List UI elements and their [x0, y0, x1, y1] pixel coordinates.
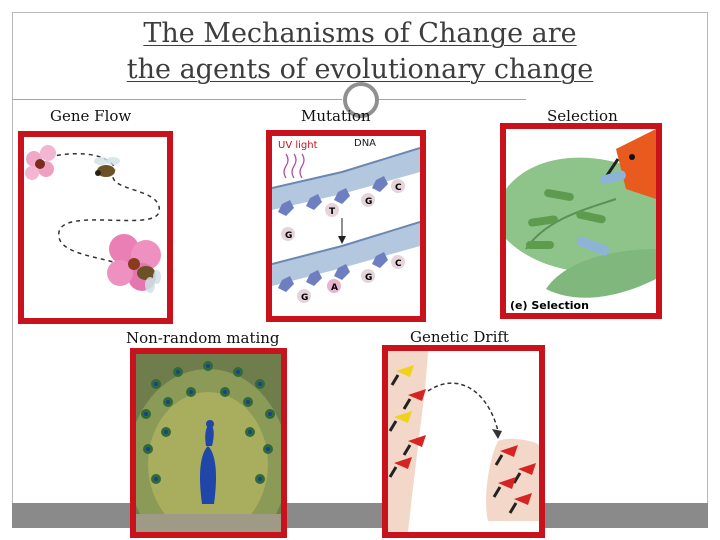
selection-illustration: (e) Selection — [506, 129, 656, 312]
base-bottom-4: G — [301, 293, 308, 303]
genetic-drift-panel — [382, 345, 545, 538]
title-line-2: the agents of evolutionary change — [126, 54, 594, 85]
base-bottom-1: C — [395, 259, 402, 269]
bee-top — [94, 157, 120, 177]
slide-title: The Mechanisms of Change are the agents … — [60, 16, 660, 88]
base-bottom-2: G — [365, 273, 372, 283]
birds-source-population — [388, 365, 426, 478]
base-top-3: T — [329, 207, 336, 217]
non-random-mating-panel — [130, 348, 287, 538]
selection-panel: (e) Selection — [500, 123, 662, 319]
uv-light-label: UV light — [278, 140, 318, 151]
title-divider-left — [12, 99, 342, 100]
label-gene-flow: Gene Flow — [50, 107, 132, 125]
mutation-illustration: UV light DNA C G T G C G A G — [272, 138, 420, 303]
selection-caption: (e) Selection — [510, 299, 589, 312]
base-top-1: C — [395, 183, 402, 193]
base-bottom-3: A — [331, 283, 338, 293]
divider-ring — [343, 82, 379, 118]
mutation-panel: UV light DNA C G T G C G A G — [266, 130, 426, 322]
label-mutation: Mutation — [301, 107, 371, 125]
base-top-4: G — [285, 231, 292, 241]
dna-label: DNA — [354, 138, 376, 149]
label-selection: Selection — [547, 107, 618, 125]
bee-bottom — [137, 266, 161, 293]
flower-top-left — [25, 145, 56, 180]
peacock-illustration — [136, 354, 281, 532]
gene-flow-illustration — [25, 145, 161, 293]
birds-founder-population — [492, 445, 536, 514]
title-divider-right — [376, 99, 526, 100]
footer-bar — [12, 503, 708, 528]
title-line-1: The Mechanisms of Change are — [143, 18, 577, 49]
gene-flow-panel — [18, 131, 173, 324]
base-top-2: G — [365, 197, 372, 207]
label-genetic-drift: Genetic Drift — [410, 328, 509, 346]
label-non-random-mating: Non-random mating — [126, 329, 280, 347]
genetic-drift-illustration — [388, 351, 539, 532]
